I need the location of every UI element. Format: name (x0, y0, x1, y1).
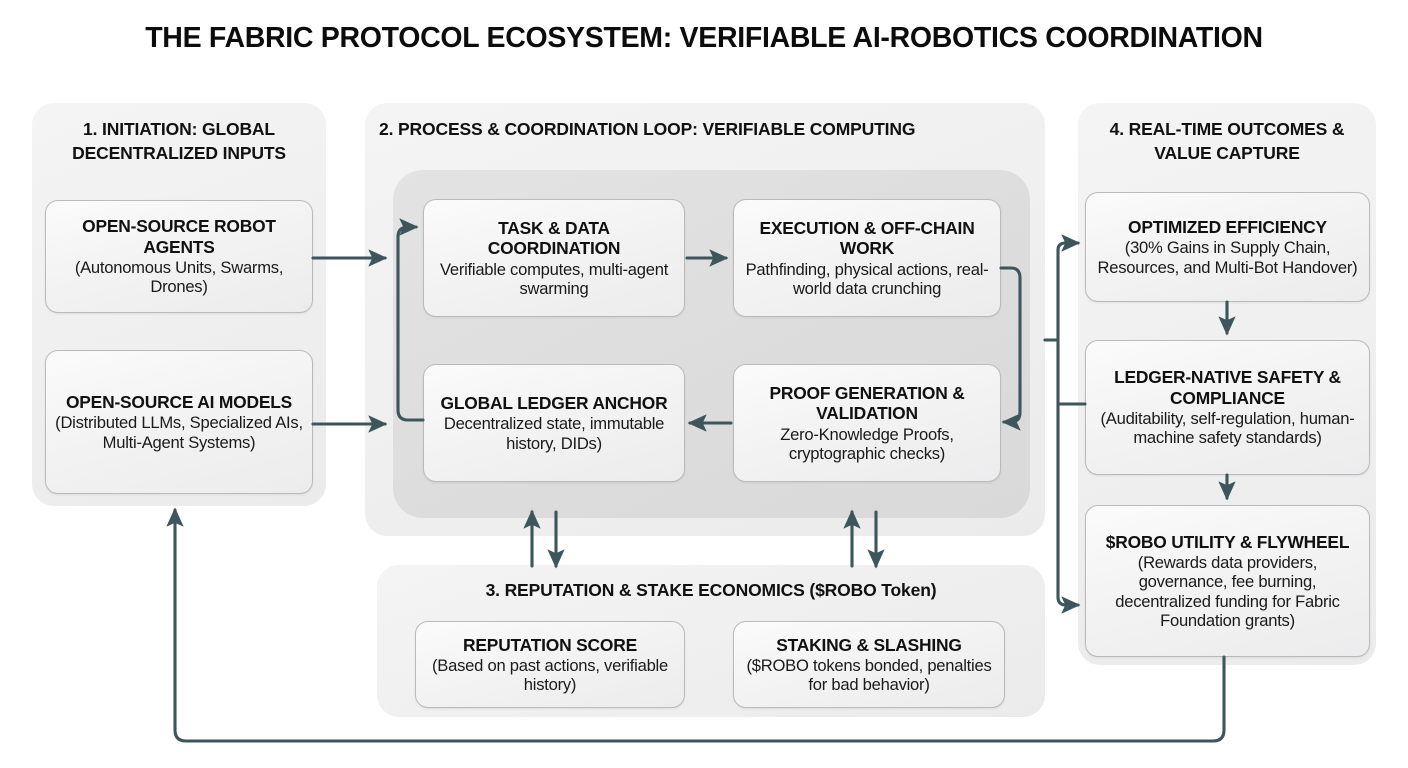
panel-outcomes-heading: 4. REAL-TIME OUTCOMES & VALUE CAPTURE (1109, 119, 1345, 163)
node-reputation-score[interactable]: REPUTATION SCORE (Based on past actions,… (415, 621, 685, 708)
panel-process-heading: 2. PROCESS & COORDINATION LOOP: VERIFIAB… (379, 119, 916, 139)
node-ledger-native-safety[interactable]: LEDGER-NATIVE SAFETY & COMPLIANCE (Audit… (1085, 340, 1370, 475)
node-task-data-coordination[interactable]: TASK & DATA COORDINATION Verifiable comp… (423, 199, 685, 317)
node-title: OPTIMIZED EFFICIENCY (1128, 217, 1327, 238)
node-proof-generation-validation[interactable]: PROOF GENERATION & VALIDATION Zero-Knowl… (733, 364, 1001, 482)
node-subtitle: Pathfinding, physical actions, real-worl… (745, 259, 989, 298)
node-subtitle: (30% Gains in Supply Chain, Resources, a… (1097, 238, 1358, 277)
node-title: EXECUTION & OFF-CHAIN WORK (759, 217, 975, 259)
node-title: OPEN-SOURCE AI MODELS (65, 392, 293, 413)
node-execution-offchain-work[interactable]: EXECUTION & OFF-CHAIN WORK Pathfinding, … (733, 199, 1001, 317)
node-title: OPEN-SOURCE ROBOT AGENTS (82, 216, 276, 257)
panel-initiation-heading: 1. INITIATION: GLOBAL DECENTRALIZED INPU… (72, 119, 286, 163)
node-subtitle: (Autonomous Units, Swarms, Drones) (74, 258, 284, 297)
node-title: TASK & DATA COORDINATION (487, 217, 621, 259)
arrow-trunk-to-flywheel (1056, 595, 1081, 614)
node-staking-slashing[interactable]: STAKING & SLASHING ($ROBO tokens bonded,… (733, 621, 1005, 708)
arrow-trunk-to-optimized (1056, 234, 1081, 252)
node-subtitle: Decentralized state, immutable history, … (443, 414, 665, 453)
node-robo-utility-flywheel[interactable]: $ROBO UTILITY & FLYWHEEL (Rewards data p… (1085, 505, 1370, 657)
node-open-source-robot-agents[interactable]: OPEN-SOURCE ROBOT AGENTS (Autonomous Uni… (45, 200, 313, 313)
node-title: REPUTATION SCORE (463, 634, 637, 655)
node-subtitle: Zero-Knowledge Proofs, cryptographic che… (780, 424, 954, 463)
node-optimized-efficiency[interactable]: OPTIMIZED EFFICIENCY (30% Gains in Suppl… (1085, 192, 1370, 302)
node-subtitle: (Auditability, self-regulation, human-ma… (1100, 409, 1355, 448)
node-title: LEDGER-NATIVE SAFETY & COMPLIANCE (1114, 367, 1341, 408)
node-subtitle: (Distributed LLMs, Specialized AIs, Mult… (55, 413, 303, 452)
node-title: $ROBO UTILITY & FLYWHEEL (1105, 531, 1350, 552)
node-subtitle: ($ROBO tokens bonded, penalties for bad … (746, 655, 992, 695)
node-title: PROOF GENERATION & VALIDATION (769, 382, 965, 424)
node-title: STAKING & SLASHING (776, 634, 962, 655)
node-title: GLOBAL LEDGER ANCHOR (440, 393, 668, 414)
node-open-source-ai-models[interactable]: OPEN-SOURCE AI MODELS (Distributed LLMs,… (45, 350, 313, 494)
node-subtitle: (Rewards data providers, governance, fee… (1115, 553, 1340, 630)
node-subtitle: Verifiable computes, multi-agent swarmin… (439, 259, 669, 298)
node-subtitle: (Based on past actions, verifiable histo… (432, 655, 668, 695)
panel-economics-heading: 3. REPUTATION & STAKE ECONOMICS ($ROBO T… (485, 580, 937, 600)
node-global-ledger-anchor[interactable]: GLOBAL LEDGER ANCHOR Decentralized state… (423, 364, 685, 482)
page-title: THE FABRIC PROTOCOL ECOSYSTEM: VERIFIABL… (145, 22, 1263, 54)
